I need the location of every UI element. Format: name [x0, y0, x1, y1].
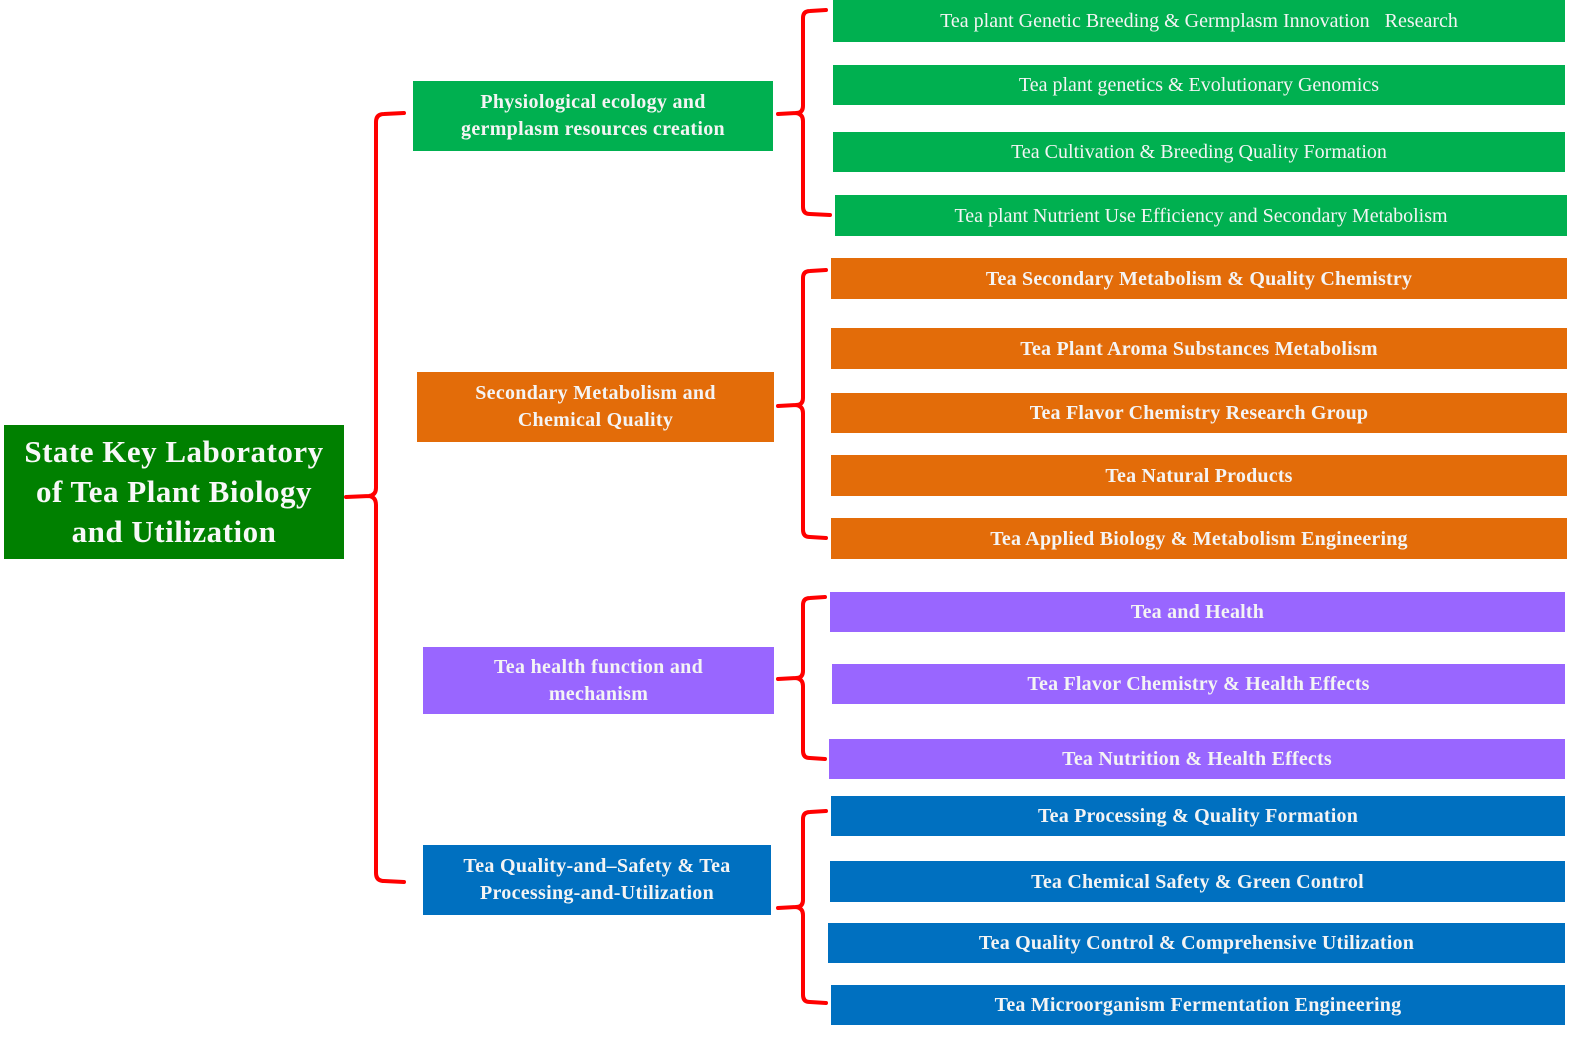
research-group: Tea Cultivation & Breeding Quality Forma… [833, 132, 1565, 172]
research-group: Tea Processing & Quality Formation [831, 796, 1565, 836]
research-group-label: Tea Plant Aroma Substances Metabolism [1020, 337, 1378, 360]
category-label: mechanism [548, 682, 649, 705]
research-group-label: Tea Flavor Chemistry Research Group [1029, 402, 1369, 424]
research-group-label: Tea Chemical Safety & Green Control [1031, 870, 1364, 893]
category-metabolism: Secondary Metabolism and Chemical Qualit… [417, 372, 774, 442]
research-group: Tea plant Genetic Breeding & Germplasm I… [833, 0, 1565, 42]
root-line: State Key Laboratory [24, 434, 324, 469]
research-group: Tea Chemical Safety & Green Control [830, 861, 1565, 902]
research-group-label: Tea Natural Products [1105, 464, 1293, 487]
metabolism-brace [776, 268, 828, 540]
research-group: Tea plant Nutrient Use Efficiency and Se… [835, 195, 1567, 236]
physiology-brace [776, 8, 832, 217]
research-group-label: Tea and Health [1130, 601, 1265, 623]
category-label: Physiological ecology and [480, 91, 706, 113]
quality-brace [776, 809, 828, 1005]
category-label: Secondary Metabolism and [475, 382, 716, 404]
research-group: Tea Applied Biology & Metabolism Enginee… [831, 518, 1567, 559]
health-brace [776, 595, 827, 761]
research-group: Tea Quality Control & Comprehensive Util… [828, 923, 1565, 963]
research-group-label: Tea Microorganism Fermentation Engineeri… [994, 994, 1402, 1016]
category-label: Processing-and-Utilization [479, 882, 715, 904]
research-group-label: Tea Secondary Metabolism & Quality Chemi… [985, 267, 1413, 290]
research-group-label: Tea Processing & Quality Formation [1037, 805, 1359, 827]
research-group: Tea and Health [830, 592, 1565, 632]
category-health: Tea health function and mechanism [423, 647, 774, 714]
root-brace [344, 111, 406, 884]
category-label: Tea health function and [494, 655, 703, 678]
root-line: of Tea Plant Biology [35, 474, 313, 509]
research-group: Tea Flavor Chemistry Research Group [831, 393, 1567, 433]
research-group-label: Tea Applied Biology & Metabolism Enginee… [990, 527, 1408, 550]
research-group-label: Tea plant Genetic Breeding & Germplasm I… [940, 10, 1458, 32]
research-group-label: Tea plant Nutrient Use Efficiency and Se… [954, 204, 1448, 227]
research-group: Tea Flavor Chemistry & Health Effects [832, 664, 1565, 704]
research-group-label: Tea plant genetics & Evolutionary Genomi… [1018, 74, 1380, 96]
category-physiology: Physiological ecology and germplasm reso… [413, 81, 773, 151]
research-group: Tea Natural Products [831, 455, 1567, 496]
research-group-label: Tea Nutrition & Health Effects [1062, 748, 1332, 770]
research-group: Tea plant genetics & Evolutionary Genomi… [833, 65, 1565, 105]
category-label: Chemical Quality [517, 409, 674, 431]
research-group-label: Tea Flavor Chemistry & Health Effects [1027, 673, 1370, 695]
root-node: State Key Laboratory of Tea Plant Biolog… [4, 425, 344, 559]
research-group: Tea Secondary Metabolism & Quality Chemi… [831, 258, 1567, 299]
root-line: and Utilization [71, 514, 277, 549]
category-quality: Tea Quality-and–Safety & Tea Processing-… [423, 845, 771, 915]
research-group-label: Tea Quality Control & Comprehensive Util… [978, 932, 1415, 954]
research-group: Tea Plant Aroma Substances Metabolism [831, 328, 1567, 369]
research-group: Tea Microorganism Fermentation Engineeri… [831, 985, 1565, 1025]
category-label: Tea Quality-and–Safety & Tea [463, 855, 731, 877]
category-label: germplasm resources creation [461, 118, 725, 140]
research-group-label: Tea Cultivation & Breeding Quality Forma… [1011, 141, 1387, 163]
research-group: Tea Nutrition & Health Effects [829, 739, 1565, 779]
